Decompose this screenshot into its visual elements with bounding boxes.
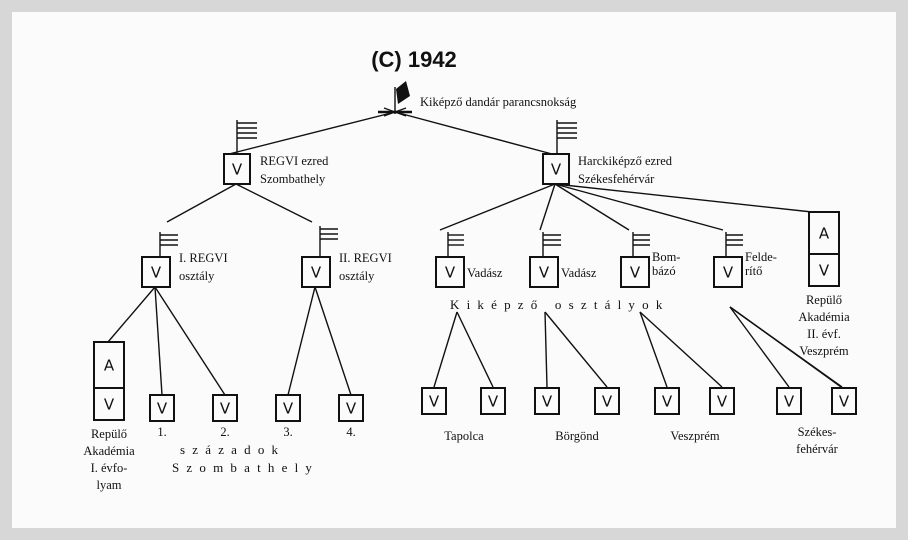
academy-2-line-1: Repülő xyxy=(806,293,842,307)
unit-box: V xyxy=(831,387,857,415)
unit-box: V xyxy=(654,387,680,415)
academy-2-line-2: Akadémia xyxy=(798,310,850,324)
battalion-flag-icon xyxy=(159,232,178,256)
felderito-label-1: Felde- xyxy=(745,250,777,264)
svg-text:V: V xyxy=(602,393,613,411)
bombazo-label-1: Bom- xyxy=(652,250,680,264)
academy-1-line-3: I. évfo- xyxy=(91,461,128,475)
battalion-flag-icon xyxy=(632,232,650,256)
regiment-flag-icon xyxy=(556,120,577,154)
unit-box: V xyxy=(338,394,364,422)
regiment-flag-icon xyxy=(236,120,257,154)
hq-flag-icon xyxy=(378,81,412,117)
svg-text:V: V xyxy=(346,400,357,418)
unit-box: V xyxy=(141,256,171,288)
vadasz-2-label: Vadász xyxy=(561,266,597,280)
svg-text:A: A xyxy=(819,225,830,243)
unit-box: V xyxy=(149,394,175,422)
svg-text:V: V xyxy=(630,264,641,282)
academy-2-line-4: Veszprém xyxy=(799,344,849,358)
academy-1-line-4: lyam xyxy=(97,478,122,492)
companies-city: Szombathely xyxy=(172,460,319,475)
combat-regiment-city: Székesfehérvár xyxy=(578,172,655,186)
location-label: Tapolca xyxy=(444,429,484,443)
regvi-regiment-label: REGVI ezred xyxy=(260,154,329,168)
svg-text:V: V xyxy=(151,264,162,282)
unit-box: V xyxy=(713,256,743,288)
svg-text:V: V xyxy=(220,400,231,418)
academy-box: A V xyxy=(93,341,125,421)
battalion-flag-icon xyxy=(542,232,561,256)
unit-box: V xyxy=(275,394,301,422)
svg-text:V: V xyxy=(104,396,115,414)
company-number: 3. xyxy=(283,425,292,439)
unit-box: V xyxy=(301,256,331,288)
unit-box: V xyxy=(542,153,570,185)
vadasz-1-label: Vadász xyxy=(467,266,503,280)
svg-text:V: V xyxy=(445,264,456,282)
svg-text:V: V xyxy=(488,393,499,411)
connector-lines xyxy=(107,111,849,396)
location-label-szekes-2: fehérvár xyxy=(796,442,838,456)
unit-box: V xyxy=(594,387,620,415)
svg-text:V: V xyxy=(232,161,243,179)
unit-box: V xyxy=(534,387,560,415)
unit-box: V xyxy=(776,387,802,415)
company-number: 4. xyxy=(346,425,355,439)
felderito-label-2: rítő xyxy=(745,264,762,278)
svg-text:V: V xyxy=(157,400,168,418)
unit-box: V xyxy=(212,394,238,422)
location-label-szekes-1: Székes- xyxy=(798,425,837,439)
svg-text:V: V xyxy=(429,393,440,411)
unit-box: V xyxy=(223,153,251,185)
svg-text:A: A xyxy=(104,357,115,375)
unit-box: V xyxy=(709,387,735,415)
svg-text:V: V xyxy=(311,264,322,282)
academy-1-line-1: Repülő xyxy=(91,427,127,441)
bombazo-label-2: bázó xyxy=(652,264,676,278)
regvi-1-label: I. REGVI xyxy=(179,251,228,265)
svg-text:V: V xyxy=(539,264,550,282)
regvi-regiment-city: Szombathely xyxy=(260,172,326,186)
unit-box: V xyxy=(435,256,465,288)
training-units-label: Kiképző osztályok xyxy=(450,297,670,312)
svg-text:V: V xyxy=(723,264,734,282)
svg-text:V: V xyxy=(839,393,850,411)
battalion-flag-icon xyxy=(725,232,743,256)
svg-text:V: V xyxy=(784,393,795,411)
svg-text:V: V xyxy=(283,400,294,418)
unit-box: V xyxy=(480,387,506,415)
svg-text:V: V xyxy=(662,393,673,411)
regvi-1-sub: osztály xyxy=(179,269,215,283)
regvi-2-sub: osztály xyxy=(339,269,375,283)
svg-text:V: V xyxy=(542,393,553,411)
unit-box: V xyxy=(421,387,447,415)
regvi-2-label: II. REGVI xyxy=(339,251,392,265)
organization-chart: (C) 1942 Kiképző dandár parancsnokság xyxy=(83,47,857,492)
svg-text:V: V xyxy=(819,262,830,280)
location-label: Veszprém xyxy=(670,429,720,443)
companies-word: századok xyxy=(180,442,285,457)
company-number: 2. xyxy=(220,425,229,439)
academy-box: A V xyxy=(808,211,840,287)
location-label: Börgönd xyxy=(555,429,599,443)
unit-box: V xyxy=(529,256,559,288)
chart-title: (C) 1942 xyxy=(371,47,457,72)
svg-text:V: V xyxy=(551,161,562,179)
diagram-page: (C) 1942 Kiképző dandár parancsnokság xyxy=(12,12,896,528)
battalion-flag-icon xyxy=(447,232,464,256)
company-number: 1. xyxy=(157,425,166,439)
svg-text:V: V xyxy=(717,393,728,411)
battalion-flag-icon xyxy=(319,226,338,256)
hq-label: Kiképző dandár parancsnokság xyxy=(420,95,577,109)
unit-box: V xyxy=(620,256,650,288)
academy-1-line-2: Akadémia xyxy=(83,444,135,458)
combat-regiment-label: Harckiképző ezred xyxy=(578,154,673,168)
academy-2-line-3: II. évf. xyxy=(807,327,841,341)
